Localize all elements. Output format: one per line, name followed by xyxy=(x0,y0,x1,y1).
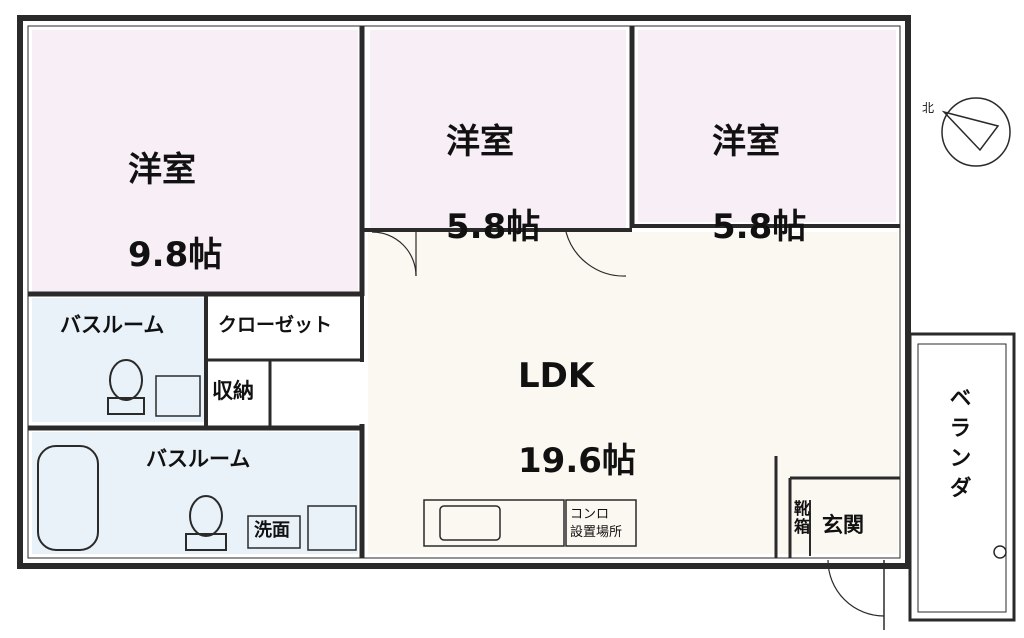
western-room-3-name: 洋室 xyxy=(712,121,780,162)
kitchen-sink xyxy=(439,505,501,541)
veranda-drain xyxy=(993,545,1007,559)
stove-area xyxy=(565,499,637,547)
bath-cabinet xyxy=(155,375,201,417)
ldk-size: 19.6帖 xyxy=(518,440,636,481)
western-room-1-name: 洋室 xyxy=(128,149,196,190)
toilet-upper xyxy=(109,359,143,401)
western-room-1-floor xyxy=(32,30,358,292)
ldk-name: LDK xyxy=(518,355,595,396)
western-room-2-floor xyxy=(370,30,626,230)
bath-lower-label: バスルーム xyxy=(146,447,251,471)
western-room-2-size: 5.8帖 xyxy=(446,206,541,247)
stove-label: コンロ 設置場所 xyxy=(570,507,623,540)
closet-label: クローゼット xyxy=(218,314,333,336)
bath-upper-floor xyxy=(32,298,204,422)
western-room-2-label: 洋室 5.8帖 xyxy=(446,78,540,291)
toilet-lower-tank xyxy=(185,533,227,551)
western-room-3-size: 5.8帖 xyxy=(712,206,807,247)
door-swing-ldk-left xyxy=(371,231,417,277)
washbasin xyxy=(307,505,357,551)
western-room-2-name: 洋室 xyxy=(446,121,514,162)
veranda-label: ベランダ xyxy=(945,386,971,506)
door-swing-entrance xyxy=(827,559,885,617)
storage-label: 収納 xyxy=(212,379,254,403)
western-room-1-label: 洋室 9.8帖 xyxy=(128,106,222,319)
compass-circle xyxy=(941,97,1011,167)
veranda-inner xyxy=(917,343,1007,613)
western-room-3-floor xyxy=(638,30,896,222)
washroom-label-box xyxy=(247,515,301,549)
shoe-box-label: 靴 箱 xyxy=(794,499,811,536)
veranda-outline xyxy=(908,332,1016,622)
western-room-3-label: 洋室 5.8帖 xyxy=(712,78,806,291)
bath-upper-label: バスルーム xyxy=(60,313,165,337)
outer-wall xyxy=(17,15,911,569)
ldk-label: LDK 19.6帖 xyxy=(518,312,636,525)
compass-needle xyxy=(941,110,1000,152)
toilet-upper-tank xyxy=(107,397,145,415)
toilet-lower xyxy=(189,495,223,537)
washroom-label: 洗面 xyxy=(254,520,290,541)
entrance-label: 玄関 xyxy=(822,513,864,537)
kitchen-counter xyxy=(423,499,565,547)
door-swing-ldk-right xyxy=(565,231,627,277)
western-room-1-size: 9.8帖 xyxy=(128,234,223,275)
compass-north-label: 北 xyxy=(922,101,935,115)
bathtub xyxy=(37,445,99,551)
